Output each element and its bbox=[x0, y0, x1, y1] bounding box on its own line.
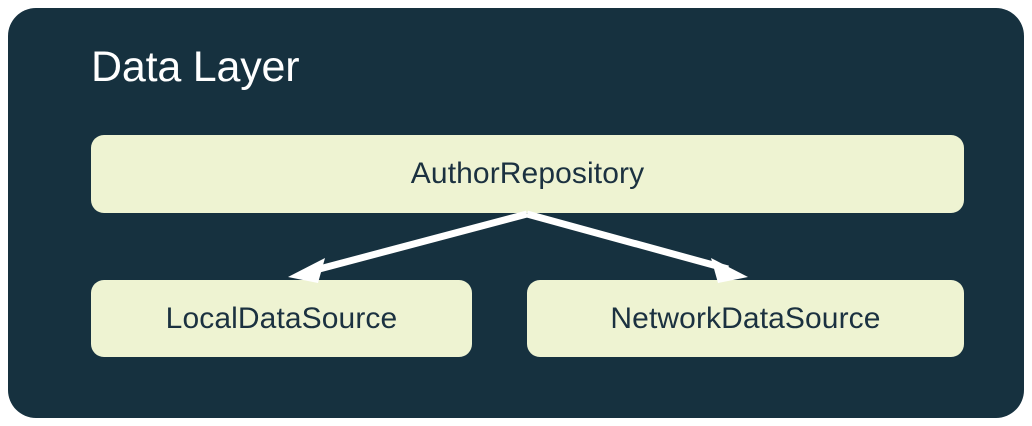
node-label: NetworkDataSource bbox=[610, 301, 881, 335]
node-label: LocalDataSource bbox=[165, 301, 398, 335]
node-local-data-source[interactable]: LocalDataSource bbox=[91, 280, 472, 357]
node-label: AuthorRepository bbox=[410, 157, 645, 190]
page-title: Data Layer bbox=[91, 43, 300, 91]
node-network-data-source[interactable]: NetworkDataSource bbox=[527, 280, 964, 357]
node-author-repository[interactable]: AuthorRepository bbox=[91, 135, 964, 213]
